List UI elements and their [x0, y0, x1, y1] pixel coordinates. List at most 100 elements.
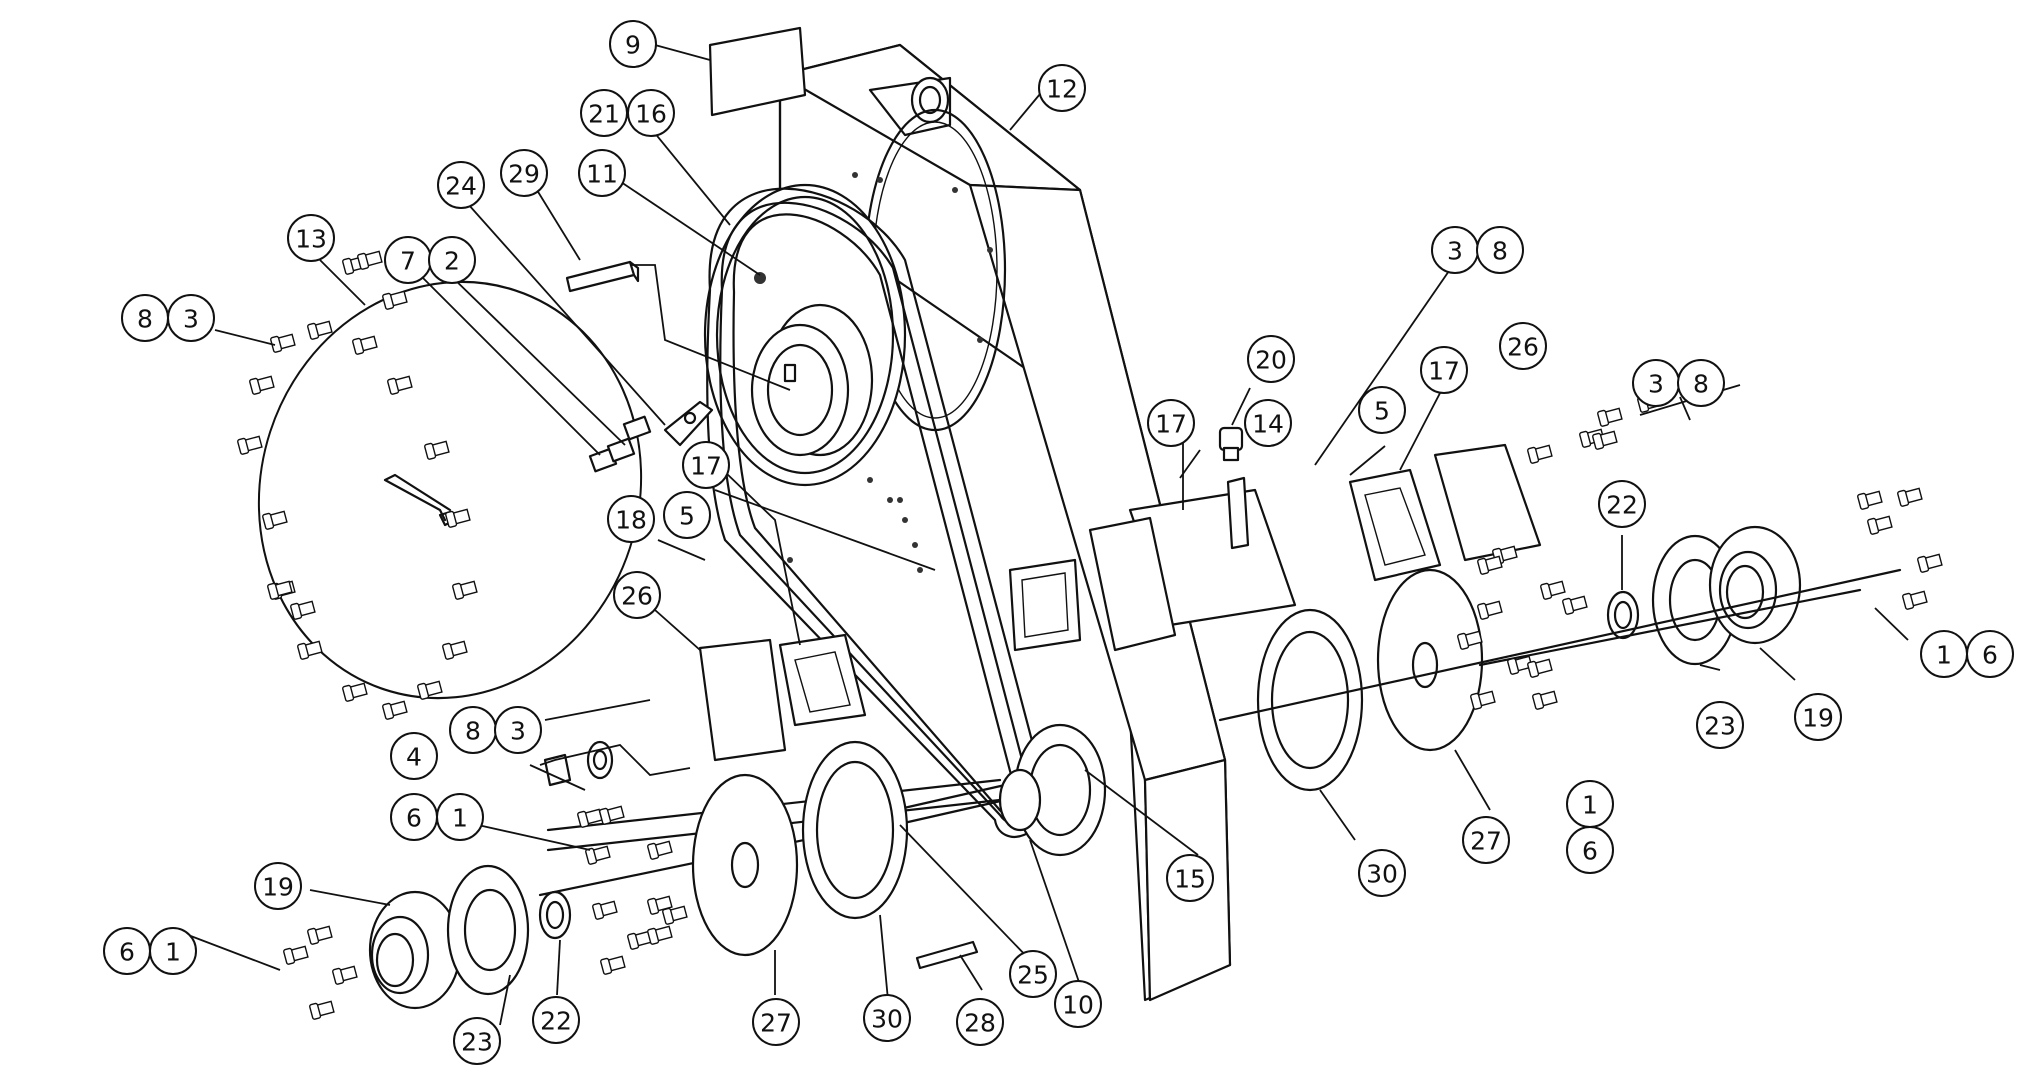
callout-circle: [390, 732, 438, 780]
flange-plate-left: [691, 773, 799, 957]
bolt-icon: [599, 805, 625, 825]
callout-c14: 14: [1244, 399, 1292, 447]
callout-label: 14: [1252, 410, 1284, 439]
callout-c8a: 8: [121, 294, 169, 342]
callout-circle: [254, 862, 302, 910]
cover-plate: [257, 280, 643, 700]
bolt-icon: [1597, 407, 1623, 427]
gasket-left: [446, 864, 530, 996]
bolt-icon: [1540, 580, 1566, 600]
bolt-icon: [297, 640, 323, 660]
callout-c11: 11: [578, 149, 626, 197]
callout-circle: [863, 994, 911, 1042]
callout-circle: [436, 793, 484, 841]
bearing-housing-left: [368, 890, 462, 1010]
callout-label: 3: [1447, 237, 1463, 266]
callout-circle: [500, 149, 548, 197]
callout-circle: [609, 20, 657, 68]
fastener-cluster: [237, 250, 1943, 1020]
bolt-icon: [270, 333, 296, 353]
bolt-icon: [382, 290, 408, 310]
callout-c12: 12: [1038, 64, 1086, 112]
callout-label: 16: [635, 100, 667, 129]
bolt-icon: [262, 510, 288, 530]
callout-circle: [1566, 826, 1614, 874]
bolt-icon: [309, 1000, 335, 1020]
callout-c19a: 19: [1794, 693, 1842, 741]
callout-label: 25: [1017, 961, 1049, 990]
bolt-icon: [1897, 487, 1923, 507]
callout-label: 18: [615, 506, 647, 535]
callout-circle: [578, 149, 626, 197]
callout-circle: [1358, 386, 1406, 434]
callout-c1c: 1: [436, 793, 484, 841]
bolt-icon: [1470, 690, 1496, 710]
callout-label: 24: [445, 172, 477, 201]
callout-c24: 24: [437, 161, 485, 209]
bolt-icon: [352, 335, 378, 355]
bolt-icon: [342, 682, 368, 702]
callout-label: 8: [1693, 370, 1709, 399]
seal-left: [538, 890, 572, 940]
callout-label: 3: [1648, 370, 1664, 399]
callout-label: 27: [760, 1009, 792, 1038]
callout-c30a: 30: [1358, 849, 1406, 897]
callout-label: 30: [871, 1005, 903, 1034]
bolt-icon: [290, 600, 316, 620]
callout-c19b: 19: [254, 862, 302, 910]
callout-label: 17: [1428, 357, 1460, 386]
callout-c26b: 26: [613, 571, 661, 619]
callout-circle: [1476, 226, 1524, 274]
bolt-icon: [283, 945, 309, 965]
callout-circle: [613, 571, 661, 619]
bolt-icon: [1507, 655, 1533, 675]
callout-circle: [532, 996, 580, 1044]
callout-circle: [167, 294, 215, 342]
key: [565, 260, 640, 293]
callout-c17a: 17: [1420, 346, 1468, 394]
callout-label: 8: [1492, 237, 1508, 266]
gasket-ring-left: [801, 740, 909, 920]
callout-label: 1: [1936, 641, 1952, 670]
callout-c4: 4: [390, 732, 438, 780]
callout-label: 6: [1982, 641, 1998, 670]
bolt-icon: [1532, 690, 1558, 710]
callout-label: 2: [444, 247, 460, 276]
flange-27-right: [1376, 568, 1484, 752]
callout-circle: [149, 927, 197, 975]
callout-label: 1: [1582, 791, 1598, 820]
bolt-icon: [1527, 444, 1553, 464]
callout-circle: [1038, 64, 1086, 112]
callout-label: 8: [137, 305, 153, 334]
callout-c2: 2: [428, 236, 476, 284]
bracket: [663, 400, 714, 447]
callout-label: 17: [1155, 410, 1187, 439]
bolt-icon: [647, 895, 673, 915]
callout-c13: 13: [287, 214, 335, 262]
bearing-housing-right: [1708, 525, 1802, 645]
bolt-icon: [647, 925, 673, 945]
callout-c3a: 3: [167, 294, 215, 342]
callout-circle: [956, 998, 1004, 1046]
callout-label: 21: [588, 100, 620, 129]
callout-c22b: 22: [532, 996, 580, 1044]
flange-left: [698, 633, 867, 762]
callout-circle: [663, 491, 711, 539]
callout-circle: [1499, 322, 1547, 370]
callout-c18: 18: [607, 495, 655, 543]
callout-c3c: 3: [1632, 359, 1680, 407]
bolt-icon: [442, 640, 468, 660]
callout-c6d: 6: [103, 927, 151, 975]
callout-label: 10: [1062, 991, 1094, 1020]
callout-c23a: 23: [1696, 701, 1744, 749]
callout-circle: [1966, 630, 2014, 678]
callout-c15: 15: [1166, 854, 1214, 902]
callout-c3d: 3: [494, 706, 542, 754]
callout-label: 3: [510, 717, 526, 746]
callout-label: 29: [508, 160, 540, 189]
callout-label: 15: [1174, 865, 1206, 894]
seal-right: [1606, 590, 1640, 640]
bolt-icon: [577, 808, 603, 828]
bolt-icon: [1592, 430, 1618, 450]
